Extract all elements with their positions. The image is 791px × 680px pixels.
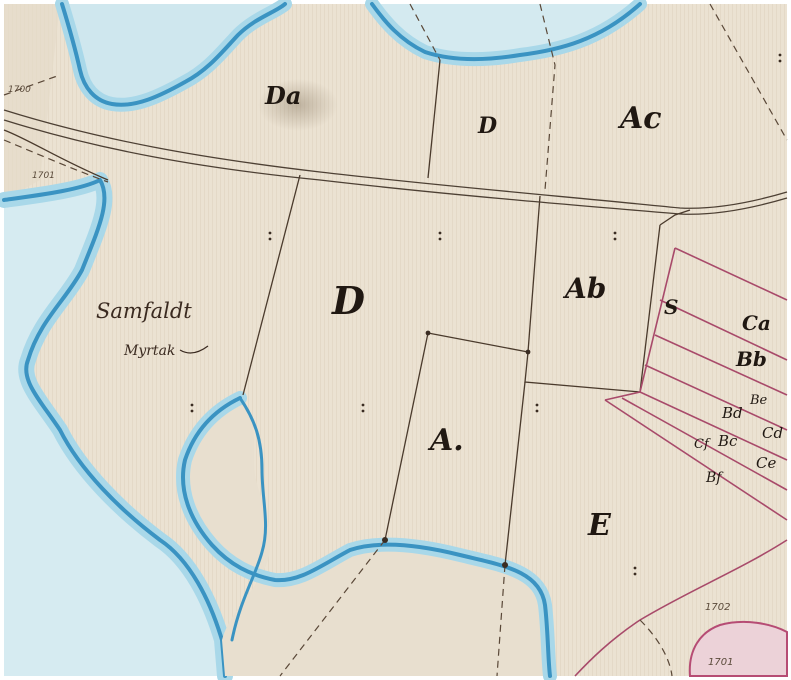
label-bf: Bf (705, 470, 724, 486)
label-samfaldt: Samfaldt (96, 299, 192, 323)
strip-fields (604, 247, 788, 521)
label-e: E (587, 508, 612, 543)
label-bb: Bb (735, 347, 767, 371)
label-ab: Ab (562, 272, 606, 305)
label-s: S (664, 295, 678, 319)
survey-marks (190, 53, 782, 576)
label-ac: Ac (617, 101, 662, 136)
label-da: Da (264, 81, 301, 110)
paper-tint-left (4, 4, 60, 200)
number-left: 1701 (32, 171, 55, 181)
number-bottom-right-2: 1701 (708, 657, 733, 668)
label-bd: Bd (721, 404, 743, 422)
label-d-large: D (331, 278, 365, 323)
label-ca: Ca (742, 311, 771, 335)
stain-mark (258, 79, 338, 131)
label-cf: Cf (694, 437, 711, 452)
label-ce: Ce (756, 454, 776, 472)
myrtak-flourish (179, 345, 209, 354)
label-cd: Cd (762, 424, 783, 442)
label-d-small: D (477, 113, 497, 139)
road (3, 109, 788, 215)
label-bc: Bc (717, 432, 738, 450)
lake-top-left (55, 0, 292, 112)
number-top-left: 1700 (8, 85, 31, 95)
label-a: A. (427, 423, 464, 458)
field-boundaries (3, 3, 788, 677)
label-be: Be (749, 393, 768, 408)
pink-parcel (574, 539, 788, 677)
bay-center (176, 391, 557, 680)
label-myrtak: Myrtak (123, 343, 175, 359)
lake-left-bottom (0, 172, 233, 680)
number-bottom-right: 1702 (705, 602, 730, 613)
lake-top-center (365, 0, 647, 67)
